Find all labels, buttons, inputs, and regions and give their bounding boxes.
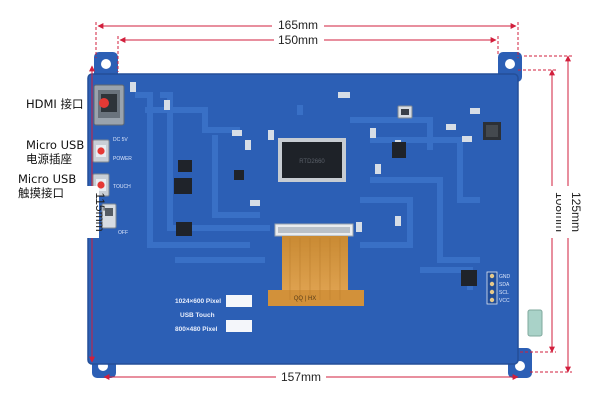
silk-power: POWER xyxy=(113,156,132,162)
silk-touch: TOUCH xyxy=(113,184,131,190)
dim-top-inner: 150mm xyxy=(278,33,318,47)
dim-bg-bottom xyxy=(276,370,326,384)
mount-hole-bottom-right xyxy=(515,361,525,371)
ic-regulator-1 xyxy=(178,160,192,172)
reset-button xyxy=(397,105,413,119)
hdmi-connector xyxy=(93,84,125,126)
silk-usb-touch: USB Touch xyxy=(180,312,215,319)
dim-bg-right-outer xyxy=(561,186,575,238)
silk-pixel-800: 800×480 Pixel xyxy=(175,326,218,333)
jumper-pad-800 xyxy=(226,320,252,332)
silk-off: OFF xyxy=(118,230,128,236)
ic-regulator-2 xyxy=(174,178,192,194)
dim-bg-top-outer xyxy=(272,18,324,32)
silk-vcc: VCC xyxy=(499,298,510,304)
chip-marking: RTD2660 xyxy=(299,159,325,165)
marker-hdmi xyxy=(99,98,109,108)
ic-regulator-3 xyxy=(176,222,192,236)
inductor xyxy=(483,122,501,140)
marker-power xyxy=(97,147,105,155)
dim-top-outer: 165mm xyxy=(278,18,318,32)
fpc-connector xyxy=(274,223,354,237)
mount-hole-top-right xyxy=(505,59,515,69)
ic-small-2 xyxy=(392,142,406,158)
jumper-pad-1024 xyxy=(226,295,252,307)
label-touch-line1: Micro USB xyxy=(18,172,76,186)
marker-touch xyxy=(97,181,105,189)
silk-gnd: GND xyxy=(499,274,511,280)
dim-left: 115mm xyxy=(93,192,107,231)
silk-sda: SDA xyxy=(499,282,510,288)
dim-bottom: 157mm xyxy=(281,370,321,384)
dim-bg-top-inner xyxy=(274,33,324,47)
dim-bg-left xyxy=(85,186,99,238)
fpc-code: QQ | HX xyxy=(294,296,317,302)
label-touch-line2: 触摸接口 xyxy=(18,186,64,200)
label-power-line2: 电源插座 xyxy=(26,152,72,166)
label-power-line1: Micro USB xyxy=(26,138,84,152)
dim-bg-right-inner xyxy=(545,186,559,238)
pcb-board: DC 5V POWER TOUCH OFF xyxy=(87,52,543,378)
silk-scl: SCL xyxy=(499,290,509,296)
dim-right-outer: 125mm xyxy=(569,192,583,232)
silk-dc5v: DC 5V xyxy=(113,137,128,143)
mount-hole-top-left xyxy=(101,59,111,69)
main-controller-chip: RTD2660 xyxy=(278,138,346,182)
fpc-ribbon: QQ | HX xyxy=(268,236,364,306)
i2c-header xyxy=(486,271,498,305)
touch-flex-cable xyxy=(527,309,543,337)
label-hdmi: HDMI 接口 xyxy=(26,97,83,111)
ic-small-1 xyxy=(234,170,244,180)
silk-pixel-1024: 1024×600 Pixel xyxy=(175,298,221,305)
touch-ic xyxy=(461,270,477,286)
power-switch xyxy=(101,203,117,229)
